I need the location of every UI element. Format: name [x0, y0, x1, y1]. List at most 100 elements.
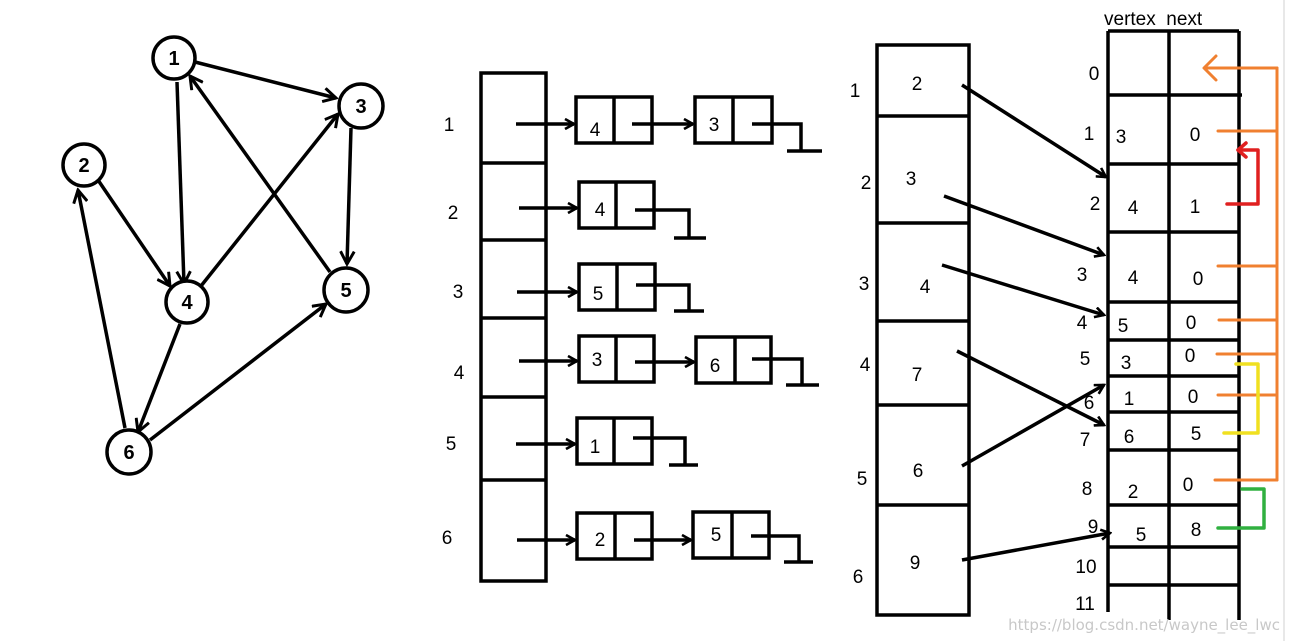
graph-node-3: 3 [337, 82, 385, 130]
null-terminator [752, 122, 803, 151]
graph-node-4: 4 [164, 279, 210, 325]
adjacency-row-4 [519, 334, 819, 387]
adjacency-row-label: 4 [454, 363, 465, 384]
adjacency-row-2 [519, 180, 706, 240]
head-array-index: 5 [857, 469, 868, 490]
head-pointer-1 [961, 83, 1106, 179]
orange-arrowhead [1202, 54, 1218, 82]
adjacency-row-label: 6 [442, 528, 453, 549]
head-pointer-3 [941, 263, 1104, 315]
edge-vertex-value: 2 [1128, 482, 1139, 503]
edge-vertex-value: 4 [1128, 198, 1139, 219]
list-node-value: 5 [711, 525, 722, 546]
red-next-link [1225, 141, 1260, 206]
adjacency-row-label: 5 [446, 434, 457, 455]
edge-vertex-value: 5 [1136, 525, 1147, 546]
head-array: 1 2 3 4 5 6 2 3 4 7 6 9 [850, 43, 1110, 617]
graph-edge-1-3 [194, 60, 336, 98]
head-array-value: 7 [912, 365, 923, 386]
edge-vertex-value: 4 [1128, 268, 1139, 289]
edge-table-indices: 0 1 2 3 4 5 6 7 8 9 10 11 [1075, 64, 1100, 615]
graph-node-5: 5 [322, 266, 370, 314]
graph-nodes: 1 2 3 4 5 6 [61, 35, 385, 476]
adjacency-row-label: 1 [444, 115, 455, 136]
graph-node-1: 1 [151, 35, 197, 81]
edge-table-index: 5 [1080, 349, 1091, 370]
list-node-value: 2 [595, 530, 606, 551]
edge-table-index: 8 [1082, 479, 1093, 500]
edge-table-index: 7 [1080, 430, 1091, 451]
graph-edge-1-4 [175, 81, 184, 284]
graph-edge-2-4 [96, 179, 170, 286]
adjacency-array-frame [479, 71, 548, 583]
edge-next-value: 0 [1186, 313, 1197, 334]
graph-node-2-circle [61, 142, 107, 188]
edge-table-index: 3 [1077, 265, 1088, 286]
edge-vertex-value: 5 [1118, 316, 1129, 337]
edge-table-next-values: 0 1 0 0 0 0 5 0 8 [1183, 125, 1204, 541]
list-node-value: 1 [590, 437, 601, 458]
head-array-index: 6 [853, 567, 864, 588]
edge-table-grid [1106, 29, 1242, 620]
list-node-value: 4 [590, 120, 601, 141]
null-terminator [633, 436, 687, 465]
edge-table-index: 11 [1075, 594, 1095, 615]
head-array-value: 6 [913, 461, 924, 482]
edge-vertex-value: 6 [1124, 427, 1135, 448]
adjacency-row-6 [517, 510, 813, 564]
graph-edge-5-1 [190, 76, 332, 274]
watermark: https://blog.csdn.net/wayne_lee_lwc [1008, 616, 1280, 635]
edge-table-index: 1 [1084, 124, 1095, 145]
edge-next-value: 1 [1190, 197, 1201, 218]
edge-table-index: 10 [1075, 557, 1096, 578]
graph-edge-4-6 [138, 323, 182, 432]
red-arrowhead [1236, 141, 1248, 159]
adjacency-row-5 [516, 416, 698, 467]
null-terminator [751, 534, 801, 562]
graph-edge-6-5 [148, 304, 326, 442]
head-array-value: 2 [912, 74, 923, 95]
edge-next-value: 5 [1191, 424, 1202, 445]
head-pointer-2 [943, 194, 1104, 255]
adjacency-row-labels: 1 2 3 4 5 6 [442, 115, 465, 549]
null-terminator [636, 283, 691, 311]
edge-next-value: 0 [1193, 269, 1204, 290]
list-node-value: 3 [709, 115, 720, 136]
adjacency-row-label: 2 [448, 203, 459, 224]
head-pointers [941, 83, 1110, 562]
edge-vertex-value: 3 [1121, 353, 1132, 374]
graph-node-4-circle [164, 279, 210, 325]
null-terminator [635, 208, 691, 238]
yellow-bracket [1222, 362, 1260, 435]
head-array-index: 4 [860, 355, 871, 376]
edge-next-value: 0 [1185, 346, 1196, 367]
adjacency-row-label: 3 [453, 282, 464, 303]
edge-next-value: 0 [1188, 387, 1199, 408]
head-array-frame [875, 43, 971, 617]
head-array-values: 2 3 4 7 6 9 [906, 74, 931, 574]
edge-table: vertex next 0 1 2 3 4 5 6 7 [1075, 9, 1242, 620]
graph-node-3-label: 3 [355, 96, 366, 118]
adjacency-list-array [479, 71, 548, 583]
head-array-value: 9 [910, 553, 921, 574]
edge-next-value: 8 [1191, 520, 1202, 541]
list-node-value: 6 [710, 356, 721, 377]
yellow-next-link [1222, 362, 1260, 435]
head-array-index: 3 [859, 274, 870, 295]
edge-next-value: 0 [1183, 475, 1194, 496]
head-array-index: 1 [850, 81, 861, 102]
list-node-value: 3 [592, 350, 603, 371]
green-next-link [1216, 487, 1266, 530]
graph-node-5-label: 5 [340, 280, 351, 302]
edge-table-index: 4 [1077, 313, 1088, 334]
next-pointer-annotations [1202, 54, 1279, 530]
null-terminator [752, 357, 804, 385]
head-pointer-4 [956, 349, 1104, 425]
graph-edges [78, 60, 351, 442]
head-array-index-labels: 1 2 3 4 5 6 [850, 81, 872, 588]
graph-node-3-circle [337, 82, 385, 130]
graph-edge-3-5 [347, 127, 351, 264]
edge-next-value: 0 [1190, 125, 1201, 146]
green-bracket [1216, 487, 1266, 530]
